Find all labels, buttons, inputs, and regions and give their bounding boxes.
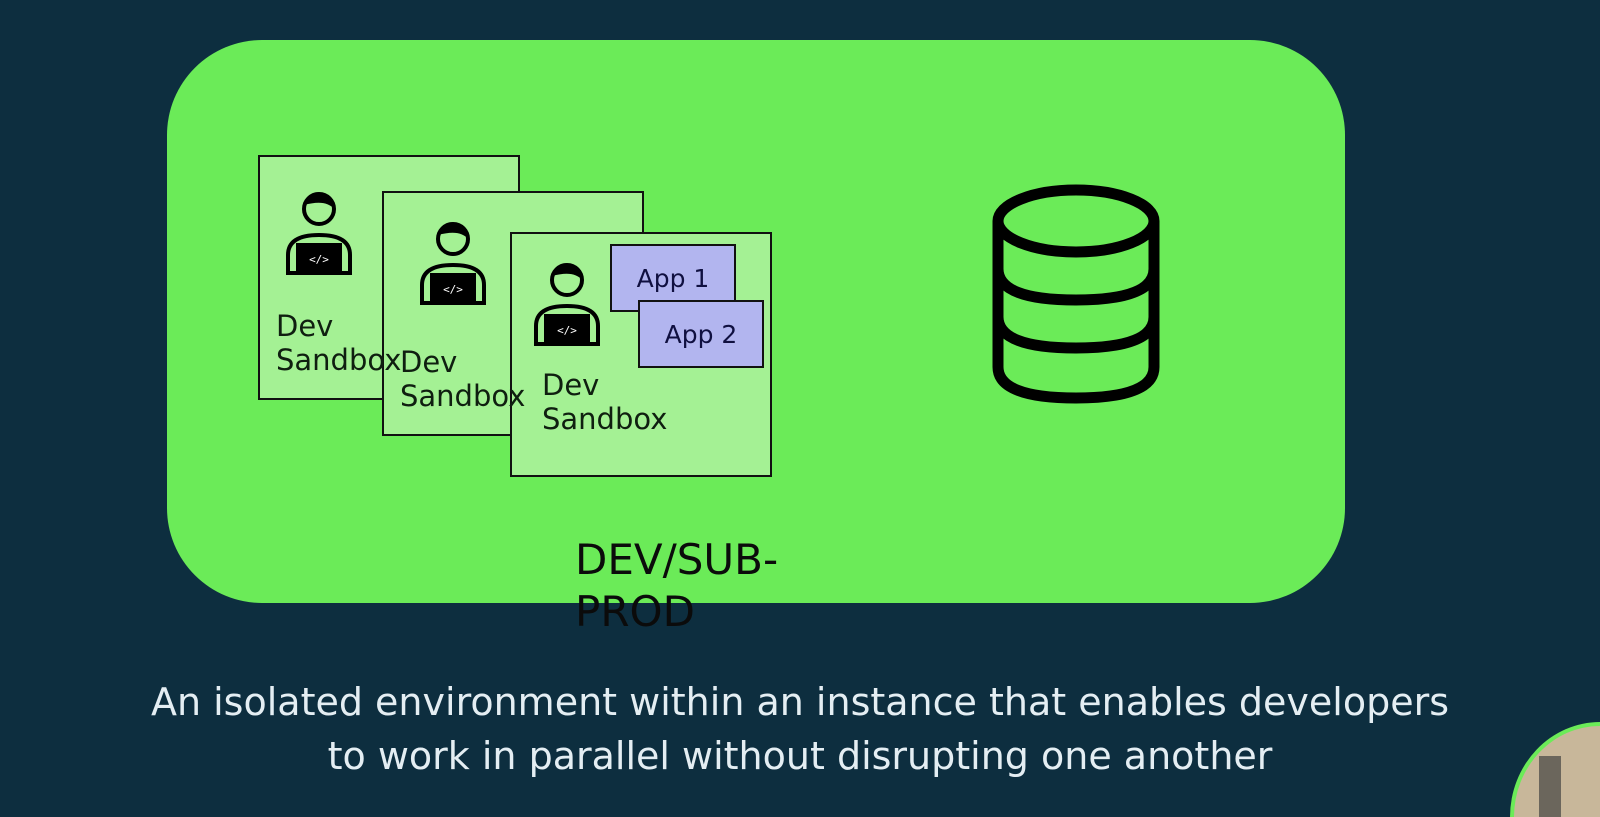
app-2-box: App 2 [638,300,764,368]
svg-text:</>: </> [309,253,329,266]
svg-text:</>: </> [557,324,577,337]
sandbox-label: Dev Sandbox [542,368,668,436]
environment-label: DEV/SUB-PROD [575,535,779,636]
app-label: App 1 [636,263,710,293]
app-label: App 2 [664,319,738,349]
caption-line-2: to work in parallel without disrupting o… [327,734,1273,778]
developer-laptop-icon: </> [420,222,486,305]
sandbox-label: Dev Sandbox [400,345,526,413]
database-icon [992,184,1160,404]
sandbox-label: Dev Sandbox [276,309,402,377]
caption-line-1: An isolated environment within an instan… [150,680,1450,724]
developer-laptop-icon: </> [286,192,352,275]
svg-text:</>: </> [443,283,463,296]
developer-laptop-icon: </> [534,263,600,346]
